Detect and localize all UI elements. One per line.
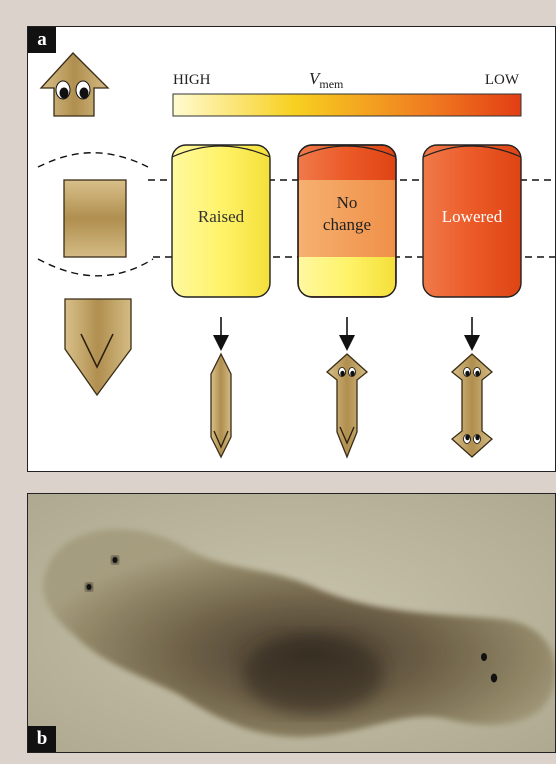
condition-no-change-cylinder: No change (298, 145, 396, 297)
diagram-svg: HIGH Vmem LOW Raised No change Lowered (28, 27, 556, 472)
eye-icon (474, 435, 481, 444)
head-fragment (41, 53, 108, 116)
panel-a-label: a (28, 27, 56, 53)
trunk-fragment (64, 180, 126, 257)
scale-high-label: HIGH (173, 72, 211, 88)
eye-icon (339, 368, 346, 377)
tail-fragment (65, 299, 131, 395)
eye-icon (464, 368, 471, 377)
photo-two-headed-planarian (28, 494, 556, 753)
result-headless-worm (211, 354, 231, 457)
condition-label: Raised (198, 207, 245, 226)
condition-label: change (323, 215, 371, 234)
eye-icon (56, 81, 70, 99)
eye-icon (349, 368, 356, 377)
condition-raised-cylinder: Raised (172, 145, 270, 297)
eye-icon (464, 435, 471, 444)
panel-b-label: b (28, 726, 56, 752)
scale-low-label: LOW (485, 72, 520, 88)
condition-lowered-cylinder: Lowered (423, 145, 521, 297)
eye-icon (474, 368, 481, 377)
vmem-label: Vmem (309, 69, 344, 91)
result-normal-worm (327, 354, 367, 457)
condition-label: No (337, 193, 358, 212)
eye-icon (76, 81, 90, 99)
result-two-headed-worm (452, 354, 492, 457)
condition-label: Lowered (442, 207, 503, 226)
panel-a: HIGH Vmem LOW Raised No change Lowered (27, 26, 556, 472)
vmem-gradient-bar (173, 94, 521, 116)
panel-b: b (27, 493, 556, 753)
